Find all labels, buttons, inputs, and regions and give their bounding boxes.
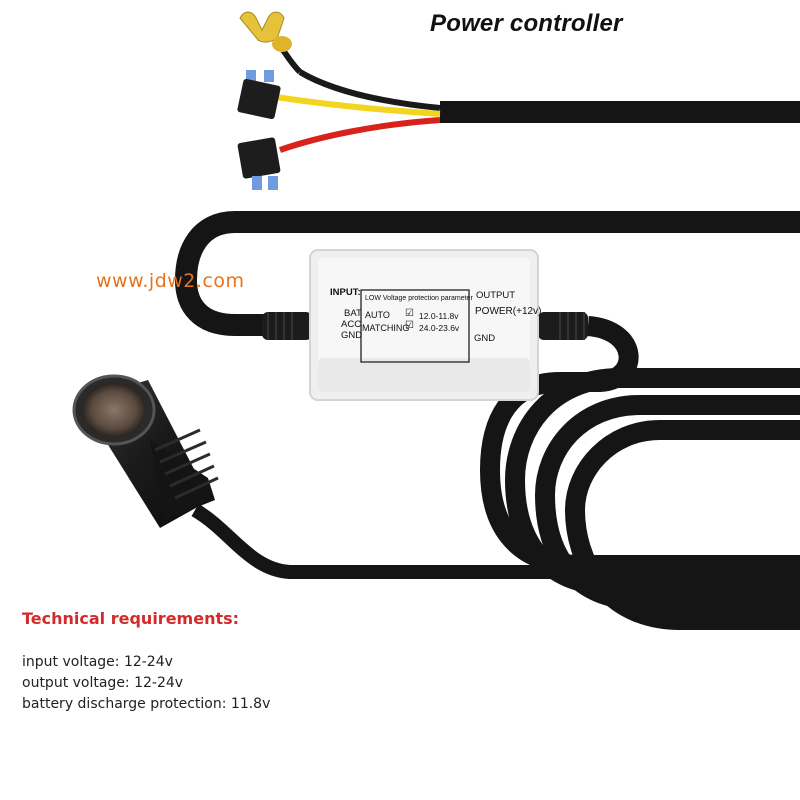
- checkbox-icon: ☑: [405, 308, 414, 319]
- cigarette-socket: [72, 374, 219, 528]
- param-title: LOW Voltage protection parameter: [365, 295, 473, 302]
- input-pin-gnd: GND: [341, 330, 363, 341]
- spec-line: output voltage: 12-24v: [22, 675, 184, 691]
- cable-coil: [479, 316, 800, 630]
- controller-module: [309, 249, 539, 401]
- input-pin-acc: ACC: [341, 319, 362, 330]
- input-label: INPUT:: [330, 287, 361, 298]
- wire-harness: [269, 44, 800, 153]
- range-2: 24.0-23.6v: [419, 323, 460, 333]
- fuse-bottom: [237, 137, 281, 190]
- socket-cable: [191, 503, 560, 579]
- cable-upper-loop: [174, 211, 800, 340]
- output-power: POWER(+12v): [475, 306, 542, 317]
- matching-label: MATCHING: [362, 323, 410, 333]
- page-title: Power controller: [430, 10, 623, 37]
- fuse-top: [237, 70, 281, 120]
- output-label: OUTPUT: [476, 290, 516, 301]
- spec-line: battery discharge protection: 11.8v: [22, 696, 271, 712]
- auto-label: AUTO: [365, 310, 390, 320]
- output-gnd: GND: [474, 333, 496, 344]
- tech-heading: Technical requirements:: [22, 609, 240, 628]
- input-pin-bat: BAT: [344, 308, 362, 319]
- website-watermark: www.jdw2.com: [96, 270, 245, 292]
- spec-line: input voltage: 12-24v: [22, 654, 173, 670]
- checkbox-icon: ☑: [405, 320, 414, 331]
- range-1: 12.0-11.8v: [419, 311, 459, 321]
- fork-terminal: [239, 11, 292, 52]
